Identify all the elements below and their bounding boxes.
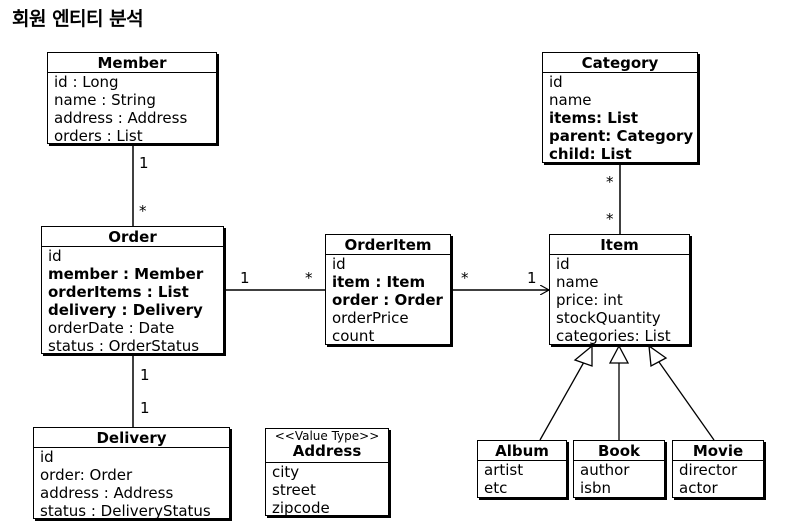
category-class-name: Category <box>543 53 697 73</box>
movie-attr: actor <box>679 479 718 497</box>
delivery-attr: order: Order <box>40 466 133 484</box>
order-class: Order id member : Member orderItems : Li… <box>41 226 224 355</box>
album-attr: artist <box>484 461 524 479</box>
movie-inherit-line <box>658 361 715 441</box>
address-class-name: Address <box>292 442 362 460</box>
book-class: Book author isbn <box>573 440 665 498</box>
movie-class: Movie director actor <box>672 440 764 498</box>
orderitem-attr: id <box>332 255 346 273</box>
member-attr: name : String <box>54 91 156 109</box>
multiplicity-label: * <box>606 173 614 191</box>
delivery-attr: id <box>40 448 54 466</box>
delivery-attr: address : Address <box>40 484 174 502</box>
multiplicity-label: 1 <box>240 269 250 287</box>
member-attr: address : Address <box>54 109 188 127</box>
order-attr: orderItems : List <box>48 283 189 301</box>
delivery-class-name: Delivery <box>34 428 229 448</box>
address-attr: zipcode <box>272 499 330 517</box>
category-attr: parent: Category <box>549 127 694 145</box>
delivery-attr: status : DeliveryStatus <box>40 502 211 520</box>
order-class-name: Order <box>42 227 223 247</box>
delivery-class: Delivery id order: Order address : Addre… <box>33 427 230 520</box>
orderitem-attr: orderPrice <box>332 309 409 327</box>
book-attr: isbn <box>580 479 612 497</box>
category-class: Category id name items: List parent: Cat… <box>542 52 698 163</box>
multiplicity-label: 1 <box>140 399 150 417</box>
item-class: Item id name price: int stockQuantity ca… <box>549 234 690 345</box>
category-attr: name <box>549 91 592 109</box>
album-class-name: Album <box>478 441 566 461</box>
multiplicity-label: 1 <box>139 154 149 172</box>
album-class: Album artist etc <box>477 440 567 498</box>
multiplicity-label: 1 <box>527 269 537 287</box>
orderitem-class: OrderItem id item : Item order : Order o… <box>325 234 451 345</box>
order-attr: id <box>48 247 62 265</box>
movie-inherit-triangle <box>648 344 668 368</box>
order-attr: orderDate : Date <box>48 319 175 337</box>
multiplicity-label: * <box>606 210 614 228</box>
address-class: <<Value Type>> Address city street zipco… <box>265 428 389 517</box>
orderitem-attr: order : Order <box>332 291 443 309</box>
item-attr: id <box>556 255 570 273</box>
address-attr: street <box>272 481 316 499</box>
orderitem-attr: count <box>332 327 375 345</box>
item-attr: stockQuantity <box>556 309 661 327</box>
item-class-name: Item <box>550 235 689 255</box>
order-attr: status : OrderStatus <box>48 337 200 355</box>
multiplicity-label: * <box>139 202 147 220</box>
album-inherit-line <box>539 361 585 441</box>
item-attr: name <box>556 273 599 291</box>
address-stereotype: <<Value Type>> <box>274 429 380 443</box>
book-class-name: Book <box>574 441 664 461</box>
address-attr: city <box>272 463 300 481</box>
orderitem-attr: item : Item <box>332 273 426 291</box>
page-title: 회원 엔티티 분석 <box>12 8 144 30</box>
member-attr: orders : List <box>54 127 143 145</box>
movie-attr: director <box>679 461 738 479</box>
category-attr: child: List <box>549 145 632 163</box>
multiplicity-label: * <box>305 269 313 287</box>
multiplicity-label: 1 <box>140 366 150 384</box>
member-class: Member id : Long name : String address :… <box>47 52 217 145</box>
category-attr: items: List <box>549 109 639 127</box>
address-class-header: <<Value Type>> Address <box>266 429 388 463</box>
movie-class-name: Movie <box>673 441 763 461</box>
book-attr: author <box>580 461 630 479</box>
item-attr: categories: List <box>556 327 671 345</box>
order-attr: delivery : Delivery <box>48 301 203 319</box>
item-attr: price: int <box>556 291 623 309</box>
member-attr: id : Long <box>54 73 119 91</box>
book-inherit-triangle <box>608 344 630 364</box>
category-attr: id <box>549 73 563 91</box>
multiplicity-label: * <box>461 269 469 287</box>
album-attr: etc <box>484 479 508 497</box>
orderitem-class-name: OrderItem <box>326 235 450 255</box>
order-attr: member : Member <box>48 265 204 283</box>
member-class-name: Member <box>48 53 216 73</box>
album-inherit-triangle <box>573 344 593 367</box>
